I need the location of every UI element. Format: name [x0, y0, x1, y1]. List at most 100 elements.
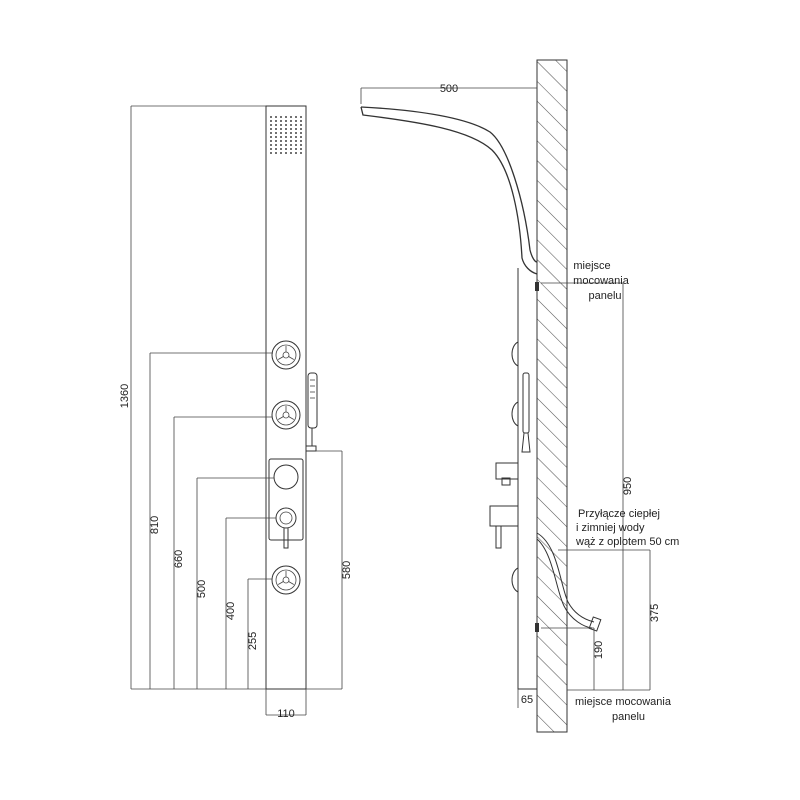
nozzle-dot	[280, 140, 282, 142]
body-jet-1	[271, 340, 301, 370]
nozzle-dot	[285, 152, 287, 154]
nozzle-dot	[275, 120, 277, 122]
mount-point-top	[535, 282, 539, 291]
dim-jet3-height: 255	[247, 632, 259, 650]
nozzle-dot	[290, 140, 292, 142]
nozzle-dot	[280, 116, 282, 118]
wall-hatching	[537, 60, 567, 732]
side-thermostat-knob	[495, 462, 519, 480]
hand-shower	[307, 372, 318, 429]
nozzle-dot	[275, 148, 277, 150]
dim-wall-offset: 65	[521, 694, 533, 706]
panel-side-profile	[517, 268, 537, 690]
nozzle-dot	[300, 140, 302, 142]
shower-arm-curve	[360, 106, 538, 275]
dim-jet2-height: 660	[173, 550, 185, 568]
nozzle-dot	[270, 144, 272, 146]
thermostat-knob	[273, 464, 299, 490]
nozzle-dot	[270, 120, 272, 122]
label-mount-bottom-line2: panelu	[612, 711, 645, 723]
nozzle-dot	[285, 140, 287, 142]
nozzle-dot	[280, 120, 282, 122]
nozzle-dot	[295, 128, 297, 130]
label-mount-top-line2: mocowania	[573, 275, 630, 287]
dim-projection: 500	[440, 83, 458, 95]
front-dimension-lines	[130, 105, 343, 716]
dim-handshower-bar-height: 580	[341, 561, 353, 579]
nozzle-dot	[295, 116, 297, 118]
nozzle-dot	[290, 136, 292, 138]
dim-total-height: 1360	[119, 384, 131, 408]
nozzle-dot	[280, 144, 282, 146]
nozzle-dot	[295, 148, 297, 150]
nozzle-dot	[300, 124, 302, 126]
side-diverter-knob	[489, 505, 519, 527]
nozzle-dot	[275, 136, 277, 138]
label-mount-bottom-line1: miejsce mocowania	[575, 696, 672, 708]
mount-point-bottom	[535, 623, 539, 632]
dim-thermostat-height: 500	[196, 580, 208, 598]
label-mount-top-line1: miejsce	[573, 260, 610, 272]
nozzle-dot	[270, 152, 272, 154]
body-jet-3	[271, 565, 301, 595]
nozzle-dot	[290, 128, 292, 130]
nozzle-dot	[270, 132, 272, 134]
nozzle-dot	[285, 136, 287, 138]
nozzle-dot	[295, 140, 297, 142]
wall-outline	[536, 59, 568, 733]
dim-diverter-height: 400	[225, 602, 237, 620]
control-plate	[268, 458, 304, 541]
nozzle-dot	[275, 116, 277, 118]
nozzle-dot	[300, 148, 302, 150]
hand-shower-holder	[305, 445, 317, 452]
nozzle-dot	[270, 124, 272, 126]
nozzle-dot	[275, 128, 277, 130]
nozzle-dot	[285, 128, 287, 130]
dim-lower-mount-height: 190	[593, 641, 605, 659]
diverter-knob	[275, 507, 297, 529]
nozzle-dot	[280, 124, 282, 126]
nozzle-dot	[295, 144, 297, 146]
label-mount-top-line3: panelu	[588, 290, 621, 302]
nozzle-dot	[285, 144, 287, 146]
nozzle-dot	[285, 124, 287, 126]
label-inlet-line3: wąż z oplotem 50 cm	[575, 536, 679, 548]
nozzle-dot	[300, 152, 302, 154]
label-inlet-line1: Przyłącze ciepłej	[578, 508, 660, 520]
dim-mount-distance: 950	[622, 477, 634, 495]
dim-jet1-height: 810	[149, 516, 161, 534]
dim-inlet-height: 375	[649, 604, 661, 622]
nozzle-dot	[300, 132, 302, 134]
front-panel-outline	[265, 105, 307, 690]
nozzle-dot	[300, 116, 302, 118]
nozzle-dot	[275, 152, 277, 154]
side-jet-1	[511, 341, 519, 367]
nozzle-dot	[290, 116, 292, 118]
nozzle-dot	[280, 128, 282, 130]
nozzle-dot	[285, 120, 287, 122]
side-jet-3	[511, 567, 519, 593]
nozzle-dot	[290, 124, 292, 126]
nozzle-dot	[280, 148, 282, 150]
side-hand-shower	[522, 372, 530, 434]
nozzle-dot	[295, 124, 297, 126]
nozzle-dot	[290, 120, 292, 122]
nozzle-dot	[270, 148, 272, 150]
nozzle-dot	[285, 116, 287, 118]
nozzle-dot	[275, 144, 277, 146]
nozzle-dot	[290, 148, 292, 150]
diverter-lever	[283, 528, 289, 549]
nozzle-dot	[285, 148, 287, 150]
rain-shower-nozzle-grid	[270, 116, 302, 154]
side-jet-2	[511, 401, 519, 427]
nozzle-dot	[300, 120, 302, 122]
nozzle-dot	[300, 144, 302, 146]
nozzle-dot	[270, 136, 272, 138]
nozzle-dot	[290, 144, 292, 146]
nozzle-dot	[295, 132, 297, 134]
nozzle-dot	[270, 128, 272, 130]
side-dimension-lines	[360, 87, 651, 708]
nozzle-dot	[275, 140, 277, 142]
nozzle-dot	[300, 128, 302, 130]
